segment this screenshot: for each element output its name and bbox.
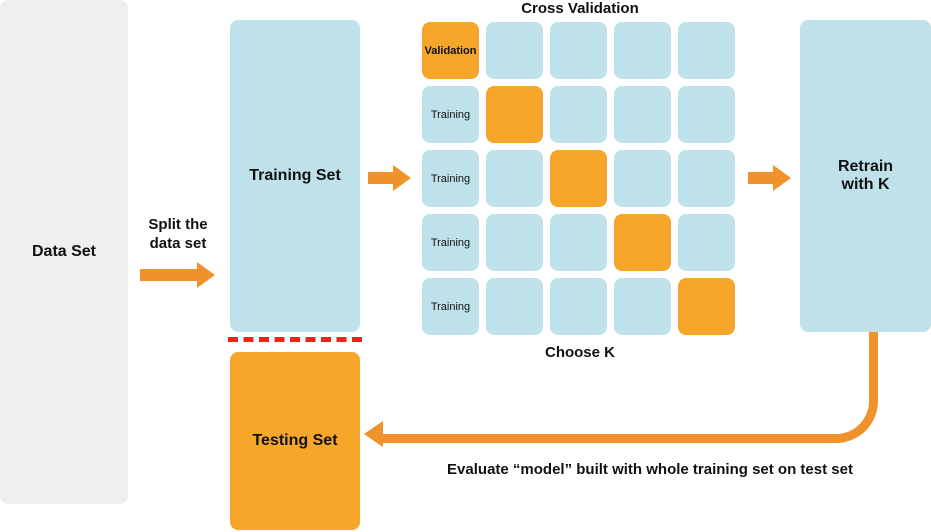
grid-cell: Training <box>422 86 479 143</box>
arrow-head-icon <box>773 165 791 191</box>
grid-cell <box>614 214 671 271</box>
arrow-head-icon <box>364 421 383 447</box>
grid-cell: Validation <box>422 22 479 79</box>
grid-cell <box>550 22 607 79</box>
retrain-to-testing-arrow-icon <box>378 332 878 443</box>
grid-cell <box>486 214 543 271</box>
grid-cell <box>678 150 735 207</box>
retrain-block: Retrain with K <box>800 20 931 332</box>
grid-cell <box>614 22 671 79</box>
grid-cell: Training <box>422 150 479 207</box>
evaluate-label: Evaluate “model” built with whole traini… <box>447 461 853 478</box>
grid-cell <box>614 150 671 207</box>
split-divider-dashed-line <box>228 337 362 342</box>
arrow-head-icon <box>393 165 411 191</box>
grid-cell <box>550 214 607 271</box>
grid-cell <box>550 278 607 335</box>
grid-cell <box>486 278 543 335</box>
training-set-block: Training Set <box>230 20 360 332</box>
retrain-label: Retrain with K <box>837 158 894 193</box>
grid-cell <box>614 86 671 143</box>
training-set-label: Training Set <box>249 167 341 184</box>
grid-cell <box>486 22 543 79</box>
data-set-label: Data Set <box>31 243 97 260</box>
grid-cell <box>678 214 735 271</box>
testing-set-block: Testing Set <box>230 352 360 530</box>
grid-cell <box>678 86 735 143</box>
data-set-block: Data Set <box>0 0 128 504</box>
testing-set-label: Testing Set <box>252 432 338 449</box>
choose-k-label: Choose K <box>544 344 615 361</box>
cross-validation-title: Cross Validation <box>521 0 639 17</box>
training-to-grid-arrow-icon <box>368 165 411 191</box>
grid-cell <box>550 150 607 207</box>
grid-to-retrain-arrow-icon <box>748 165 791 191</box>
split-label: Split the data set <box>148 216 208 252</box>
grid-cell <box>550 86 607 143</box>
grid-cell: Training <box>422 278 479 335</box>
arrow-head-icon <box>197 262 215 288</box>
grid-cell <box>678 22 735 79</box>
grid-cell: Training <box>422 214 479 271</box>
grid-cell <box>486 150 543 207</box>
grid-cell <box>678 278 735 335</box>
grid-cell <box>614 278 671 335</box>
split-arrow-icon <box>140 262 215 288</box>
grid-cell <box>486 86 543 143</box>
